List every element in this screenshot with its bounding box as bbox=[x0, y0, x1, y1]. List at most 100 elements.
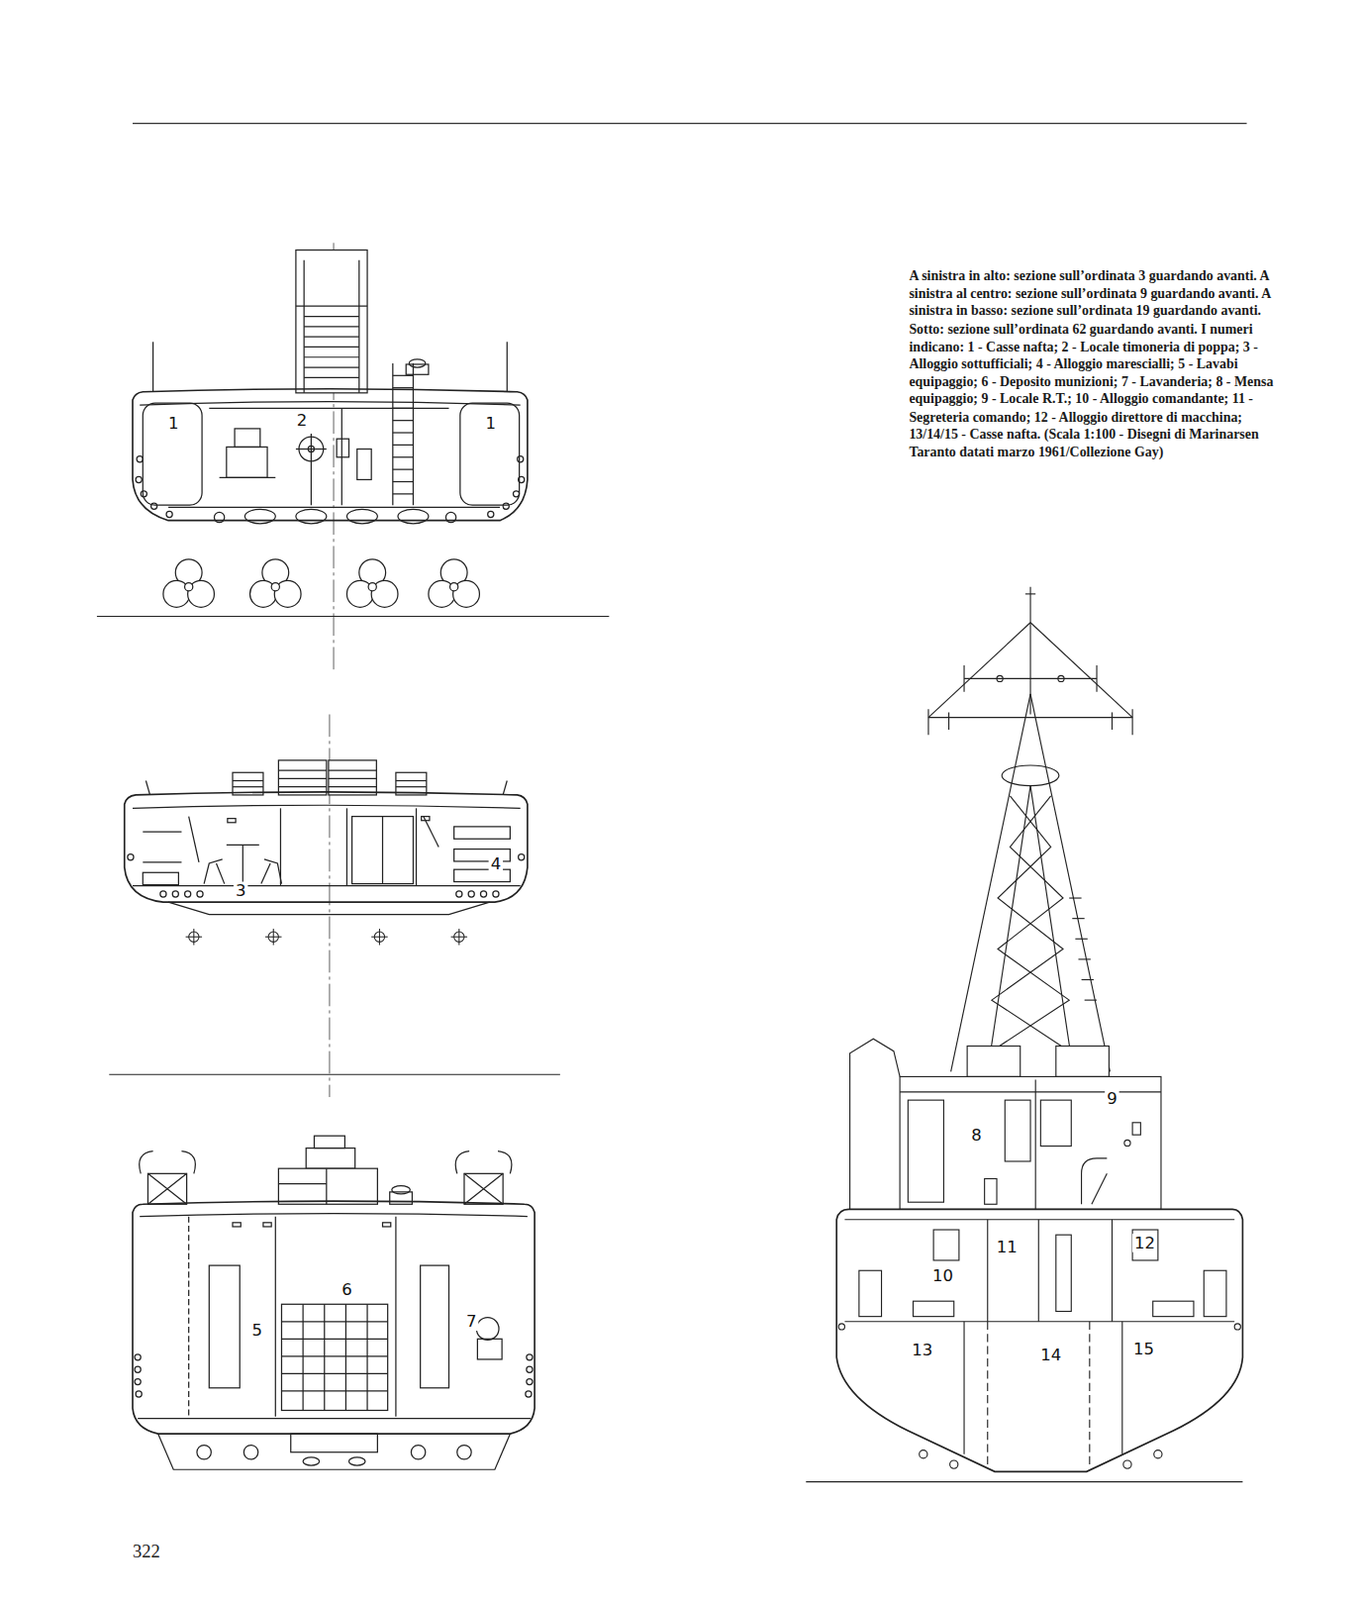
section-frame-19-line bbox=[135, 1390, 142, 1397]
section-frame-62-line bbox=[1030, 693, 1110, 1071]
section-frame-19-line bbox=[275, 1216, 277, 1417]
section-frame-9-line bbox=[328, 770, 377, 772]
section-frame-62-line bbox=[899, 1090, 1162, 1092]
section-frame-3-line bbox=[151, 502, 158, 509]
section-frame-62-line bbox=[1004, 1099, 1031, 1162]
section-frame-3-line bbox=[226, 446, 268, 478]
section-frame-19-line bbox=[281, 1303, 388, 1410]
section-frame-62-line bbox=[928, 622, 1031, 718]
section-frame-19-line bbox=[526, 1378, 533, 1385]
section-frame-62-line bbox=[1123, 1459, 1132, 1468]
section-frame-19-line bbox=[147, 1172, 187, 1204]
section-frame-62-line bbox=[899, 1075, 1162, 1209]
callout-number: 12 bbox=[1132, 1233, 1158, 1253]
section-frame-62-line bbox=[1035, 1079, 1037, 1210]
section-frame-3-line bbox=[136, 456, 143, 463]
section-frame-62-line bbox=[1038, 1219, 1040, 1322]
propellers bbox=[97, 559, 609, 617]
section-frame-9-line bbox=[346, 807, 348, 885]
section-frame-3-line bbox=[140, 490, 147, 497]
callout-number: 6 bbox=[339, 1280, 355, 1300]
section-frame-3-line bbox=[357, 449, 372, 481]
section-frame-19-line bbox=[134, 1365, 141, 1372]
section-frame-62-line bbox=[1095, 665, 1097, 692]
section-frame-62-line bbox=[1056, 1234, 1071, 1311]
section-frame-9-line bbox=[278, 770, 326, 772]
section-frame-19-line bbox=[325, 1167, 327, 1204]
section-frame-62-line bbox=[948, 711, 950, 730]
section-frame-9 bbox=[124, 714, 528, 1098]
section-frame-62-line bbox=[986, 1321, 988, 1464]
figure-caption: A sinistra in alto: sezione sull’ordinat… bbox=[908, 267, 1293, 461]
section-frame-19-line bbox=[134, 1378, 141, 1385]
propellers-line bbox=[185, 583, 194, 591]
section-frame-9-line bbox=[168, 901, 490, 914]
callout-number: 15 bbox=[1131, 1339, 1157, 1359]
section-frame-3-line bbox=[392, 387, 414, 389]
section-frame-3-line bbox=[213, 511, 224, 522]
section-frame-62-line bbox=[1040, 1099, 1071, 1146]
section-frame-9-line bbox=[261, 859, 283, 884]
section-frame-62-line bbox=[859, 1269, 882, 1316]
section-frame-9-line bbox=[480, 890, 487, 897]
shaft-markers bbox=[108, 928, 561, 1074]
section-frame-9-line bbox=[454, 826, 511, 839]
section-frame-3-line bbox=[392, 431, 414, 433]
section-frame-62-line bbox=[933, 1229, 960, 1261]
section-frame-9-line bbox=[415, 807, 417, 885]
section-frame-3-line bbox=[405, 364, 429, 375]
section-frame-19-line bbox=[281, 1338, 388, 1340]
section-frame-19-line bbox=[391, 1185, 411, 1194]
section-frame-19-line bbox=[263, 1222, 272, 1227]
callout-number: 5 bbox=[249, 1321, 265, 1341]
section-frame-62-line bbox=[964, 678, 1097, 680]
section-frame-9-line bbox=[232, 785, 264, 787]
section-frame-62-line bbox=[1081, 978, 1094, 980]
section-frame-62-line bbox=[1077, 958, 1090, 960]
section-frame-3-line bbox=[518, 476, 525, 483]
section-frame-9-line bbox=[189, 816, 199, 863]
section-frame-3-line bbox=[310, 464, 312, 505]
section-frame-9-line bbox=[395, 785, 427, 787]
section-frame-62-line bbox=[1121, 1321, 1123, 1455]
section-frame-9-line bbox=[172, 890, 179, 897]
section-frame-62-line bbox=[1132, 708, 1134, 735]
section-frame-9-line bbox=[518, 854, 525, 861]
section-frame-3-line bbox=[392, 481, 414, 483]
section-frame-19-line bbox=[464, 1172, 503, 1204]
section-frame-62-line bbox=[950, 1459, 959, 1468]
shaft-markers-line bbox=[273, 928, 275, 945]
section-frame-19-line bbox=[464, 1172, 503, 1204]
section-frame-19-line bbox=[410, 1445, 425, 1459]
section-frame-9-line bbox=[502, 780, 507, 795]
section-frame-9-line bbox=[160, 890, 167, 897]
section-frame-3-line bbox=[460, 402, 520, 505]
section-frame-62-line bbox=[1081, 1158, 1108, 1204]
section-frame-9-line bbox=[142, 830, 182, 832]
section-frame-3-line bbox=[295, 305, 368, 307]
section-frame-9-line bbox=[278, 760, 326, 795]
section-frame-62-line bbox=[1203, 1269, 1227, 1316]
section-frame-9-line bbox=[145, 780, 150, 795]
section-frame-62-line bbox=[913, 1300, 955, 1316]
section-frame-9-line bbox=[278, 785, 326, 787]
section-frame-19-line bbox=[278, 1182, 326, 1184]
section-frame-19-line bbox=[196, 1445, 211, 1459]
section-frame-19-line bbox=[147, 1172, 187, 1204]
section-frame-9-line bbox=[328, 777, 377, 779]
section-frame-62-line bbox=[1234, 1323, 1241, 1330]
section-frame-3-line bbox=[412, 363, 414, 505]
section-frame-3-line bbox=[445, 511, 456, 522]
section-frame-9-line bbox=[328, 760, 377, 795]
section-frame-19-line bbox=[455, 1151, 512, 1174]
page-rule-line bbox=[132, 122, 1248, 124]
section-frame-19-line bbox=[302, 1457, 319, 1465]
section-frame-9-line bbox=[278, 777, 326, 779]
callout-number: 4 bbox=[488, 855, 504, 875]
section-frame-62-line bbox=[951, 693, 1031, 1071]
section-frame-9-line bbox=[352, 816, 414, 884]
section-frame-19-line bbox=[476, 1317, 499, 1341]
callout-number: 13 bbox=[909, 1340, 935, 1360]
section-frame-19-line bbox=[139, 1151, 196, 1174]
section-frame-19-line bbox=[477, 1338, 502, 1360]
